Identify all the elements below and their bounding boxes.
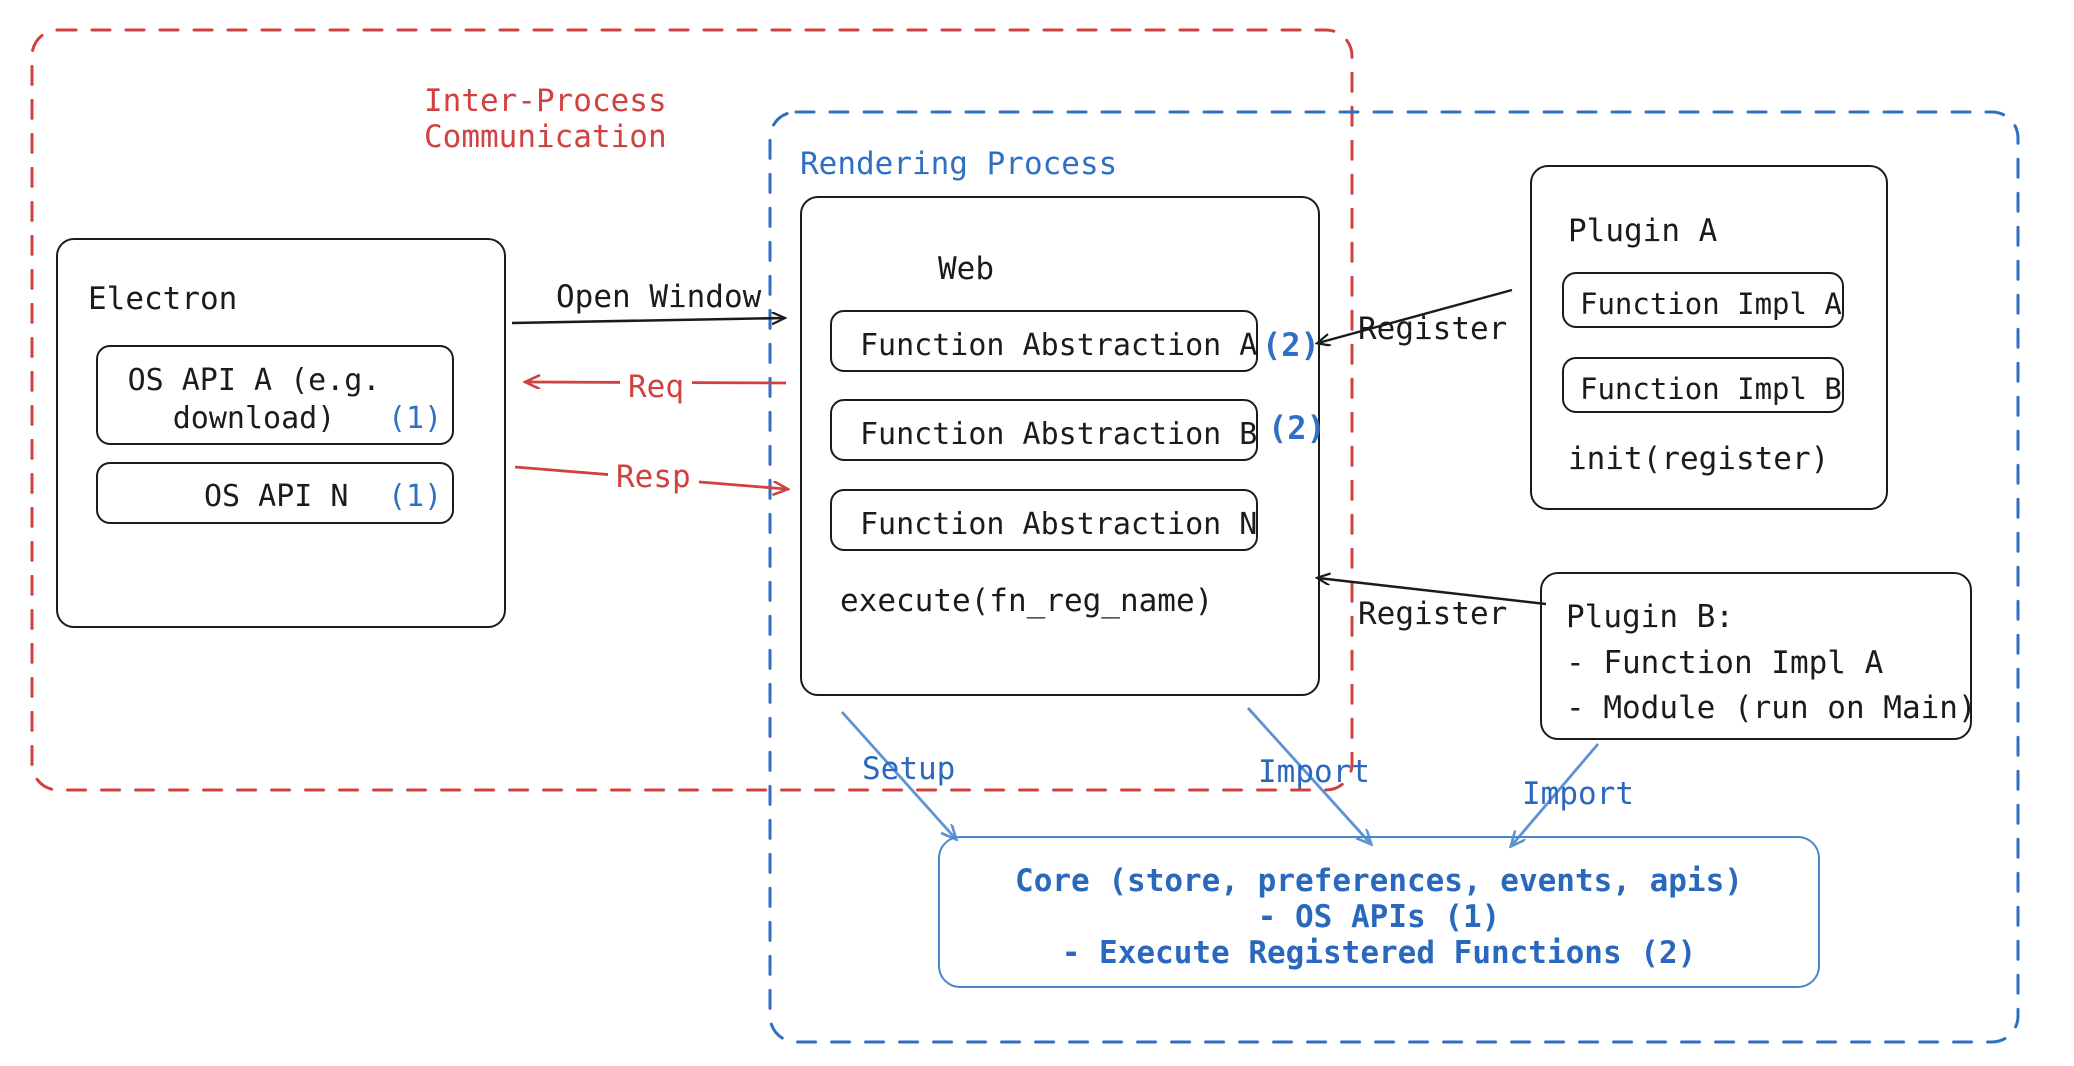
os-api-a-label: OS API A (e.g. download) — [127, 363, 381, 437]
arrow-register-plugin-b-label: Register — [1358, 596, 1508, 632]
os-api-n-label: OS API N — [204, 479, 349, 514]
os-api-a-box[interactable] — [96, 345, 454, 445]
plugin-b-box[interactable] — [1540, 572, 1972, 740]
plugin-b-item-0: - Function Impl A — [1566, 645, 1884, 681]
plugin-a-function-impl-a-label: Function Impl A — [1580, 287, 1842, 321]
plugin-a-function-impl-b-label: Function Impl B — [1580, 372, 1842, 406]
arrow-req-label: Req — [620, 368, 692, 408]
arrow-open-window — [511, 318, 784, 323]
plugin-b-title: Plugin B: — [1566, 599, 1734, 635]
ipc-group-label-line2: Communication — [424, 119, 667, 155]
web-execute-label: execute(fn_reg_name) — [840, 583, 1214, 619]
plugin-a-function-impl-b-box[interactable] — [1562, 357, 1844, 413]
arrow-resp-label: Resp — [608, 458, 699, 498]
function-abstraction-a-box[interactable] — [830, 310, 1258, 372]
rendering-process-group-label: Rendering Process — [800, 146, 1118, 182]
function-abstraction-b-label: Function Abstraction B — [860, 417, 1258, 452]
web-box[interactable] — [800, 196, 1320, 696]
plugin-a-box[interactable] — [1530, 165, 1888, 510]
core-line-2: - OS APIs (1) — [1257, 899, 1501, 935]
core-box[interactable] — [938, 836, 1820, 988]
core-line-3: - Execute Registered Functions (2) — [1061, 935, 1697, 971]
function-abstraction-b-marker: (2) — [1268, 409, 1326, 447]
arrow-import-plugin-b-label: Import — [1522, 776, 1634, 812]
arrow-register-plugin-a-label: Register — [1358, 311, 1508, 347]
os-api-n-marker: (1) — [388, 479, 443, 514]
arrow-open-window-label: Open Window — [556, 279, 762, 315]
function-abstraction-n-box[interactable] — [830, 489, 1258, 551]
function-abstraction-a-marker: (2) — [1262, 326, 1320, 364]
web-title: Web — [938, 251, 994, 287]
ipc-group-label-line1: Inter-Process — [424, 83, 667, 119]
core-line-1: Core (store, preferences, events, apis) — [1015, 863, 1743, 899]
function-abstraction-n-label: Function Abstraction N — [860, 507, 1258, 542]
function-abstraction-a-label: Function Abstraction A — [860, 328, 1258, 363]
os-api-n-box[interactable] — [96, 462, 454, 524]
plugin-a-title: Plugin A — [1568, 213, 1718, 249]
electron-title: Electron — [88, 281, 238, 317]
electron-box[interactable] — [56, 238, 506, 628]
plugin-a-init-label: init(register) — [1568, 441, 1830, 477]
arrow-import-web-label: Import — [1258, 754, 1370, 790]
function-abstraction-b-box[interactable] — [830, 399, 1258, 461]
os-api-a-marker: (1) — [388, 401, 443, 436]
plugin-a-function-impl-a-box[interactable] — [1562, 272, 1844, 328]
plugin-b-item-1: - Module (run on Main) — [1566, 690, 1977, 726]
arrow-setup-label: Setup — [862, 751, 956, 787]
